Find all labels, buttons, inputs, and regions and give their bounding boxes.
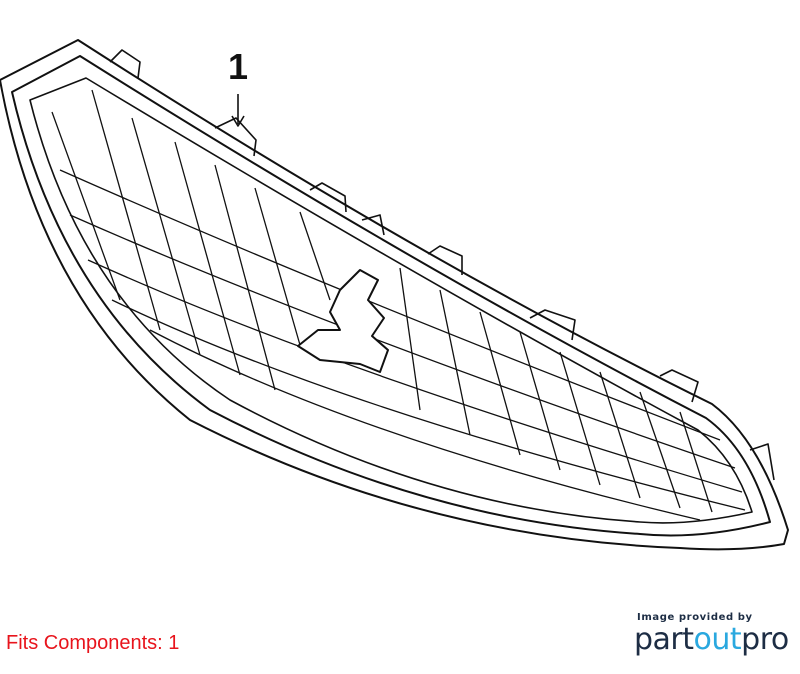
- brand-part: part: [634, 622, 694, 657]
- fits-components-label: Fits Components: 1: [6, 632, 180, 654]
- grille-outer-frame: [0, 39, 789, 551]
- image-credit-text: Image provided by: [637, 612, 753, 623]
- brand-pro: pro: [741, 622, 789, 657]
- callout-number: 1: [228, 46, 249, 87]
- grille-diagram: [0, 39, 789, 551]
- grille-inner-bezel: [11, 55, 771, 537]
- callout-arrow: [231, 94, 245, 127]
- grille-mesh: [51, 89, 746, 521]
- partoutpro-logo: partoutpro: [634, 622, 789, 657]
- grille-emblem: [297, 269, 389, 373]
- brand-out: out: [693, 622, 742, 657]
